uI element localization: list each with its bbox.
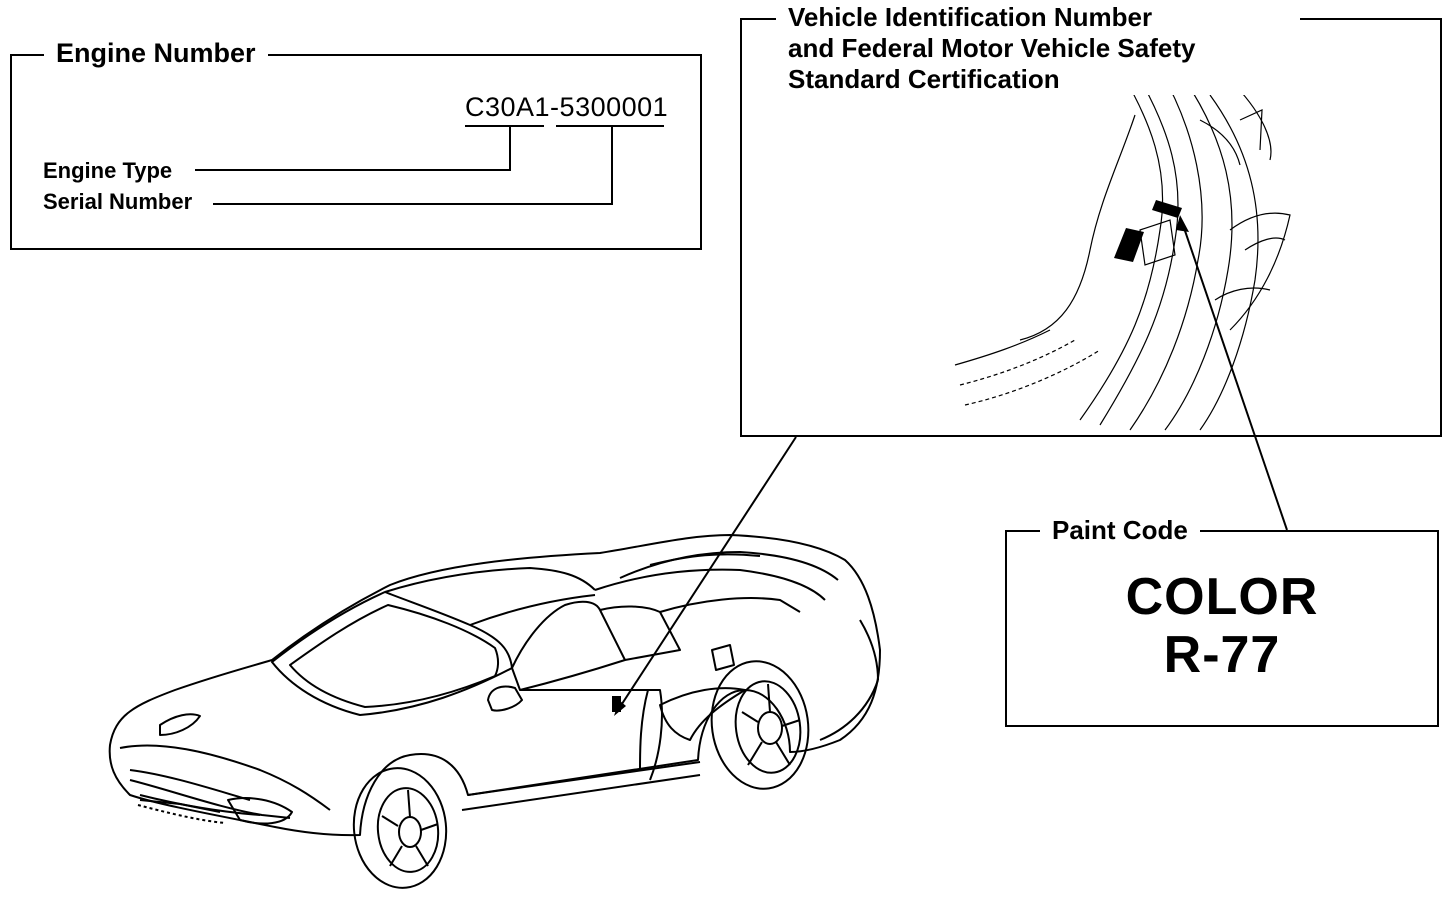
serial-number-label: Serial Number bbox=[43, 189, 193, 214]
vin-label-icon bbox=[1114, 200, 1182, 262]
paint-code-leader bbox=[1181, 221, 1288, 531]
serial-leader bbox=[213, 126, 613, 205]
vin-location-leader bbox=[617, 436, 797, 711]
vin-title-line-1: Vehicle Identification Number bbox=[788, 2, 1153, 32]
engine-type-label: Engine Type bbox=[43, 158, 173, 183]
engine-type-leader bbox=[195, 126, 511, 171]
engine-number-panel bbox=[10, 54, 702, 250]
engine-number-title: Engine Number bbox=[44, 36, 268, 70]
engine-number-code: C30A1-5300001 bbox=[465, 92, 669, 122]
vin-title-line-3: Standard Certification bbox=[788, 64, 1060, 94]
paint-code-panel bbox=[1005, 530, 1439, 727]
paint-code-value: R-77 bbox=[1163, 626, 1281, 684]
car-illustration bbox=[108, 534, 881, 889]
vin-title: Vehicle Identification Number and Federa… bbox=[776, 2, 1300, 95]
engine-leader-lines bbox=[195, 125, 664, 205]
vin-title-line-2: and Federal Motor Vehicle Safety bbox=[788, 33, 1196, 63]
paint-code-title: Paint Code bbox=[1040, 514, 1200, 546]
vin-location-marker bbox=[612, 696, 621, 712]
door-jamb-illustration bbox=[954, 69, 1291, 431]
paint-color-label: COLOR bbox=[1125, 568, 1319, 626]
paint-leader-arrowhead bbox=[1176, 215, 1189, 232]
